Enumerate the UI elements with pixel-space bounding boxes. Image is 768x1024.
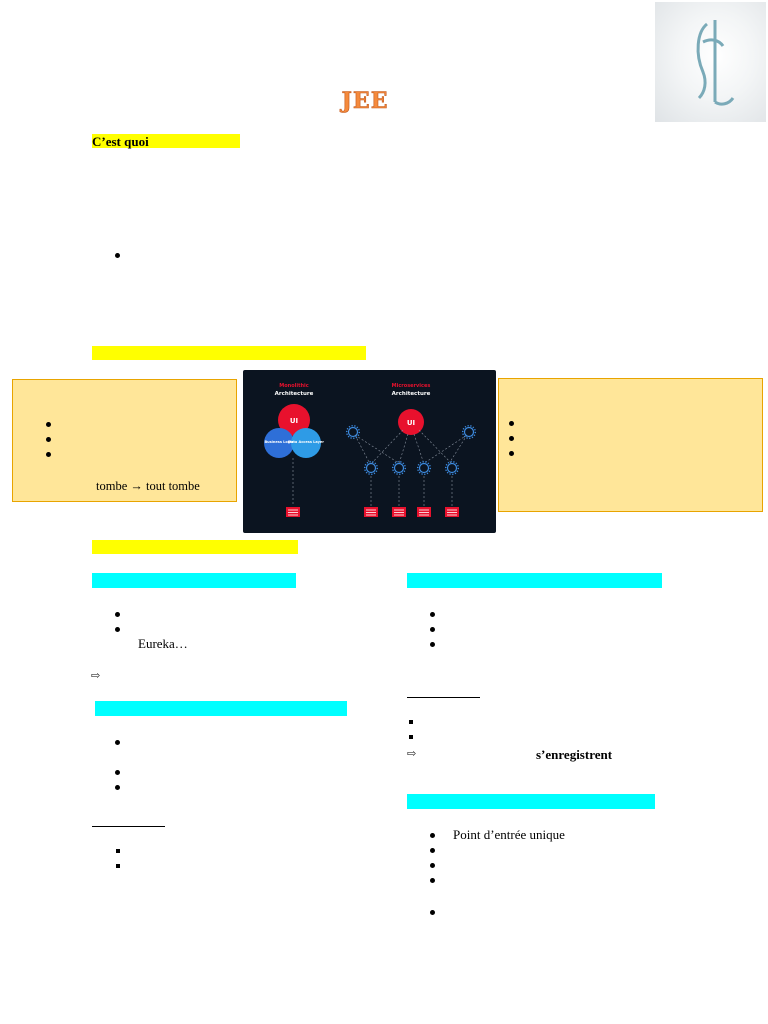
logo-mark-icon xyxy=(696,20,735,106)
list-bullet xyxy=(115,612,120,617)
monolithic-label-1: Monolithic xyxy=(279,383,308,389)
database-icon xyxy=(364,507,459,517)
list-bullet xyxy=(430,833,435,838)
monolith-ui-circle xyxy=(278,404,310,436)
heading-highlight xyxy=(92,134,240,148)
list-bullet xyxy=(509,451,514,456)
gear-icon xyxy=(446,462,458,474)
list-bullet xyxy=(115,770,120,775)
list-bullet xyxy=(115,785,120,790)
page-title: JEE xyxy=(341,88,389,115)
arrow-icon: ⇨ xyxy=(91,670,101,682)
microservices-notes-box xyxy=(498,378,763,512)
list-bullet xyxy=(46,422,51,427)
micro-label-2: Architecture xyxy=(392,391,431,397)
subsection-highlight xyxy=(407,573,662,588)
gear-icon xyxy=(365,462,377,474)
micro-ui-label: UI xyxy=(407,419,415,427)
subsection-highlight xyxy=(407,794,655,809)
section-highlight xyxy=(92,540,298,554)
gear-icon xyxy=(418,462,430,474)
list-bullet xyxy=(430,848,435,853)
section-highlight xyxy=(92,346,366,360)
list-bullet xyxy=(430,863,435,868)
list-bullet xyxy=(46,452,51,457)
monolithic-notes-box: tombe → tout tombe xyxy=(12,379,237,502)
subsection-highlight xyxy=(95,701,347,716)
arrow-icon: ⇨ xyxy=(407,748,417,760)
micro-label-1: Microservices xyxy=(392,383,431,389)
business-logic-circle xyxy=(264,428,294,458)
list-bullet xyxy=(509,436,514,441)
list-bullet xyxy=(430,642,435,647)
list-bullet xyxy=(509,421,514,426)
list-bullet-square xyxy=(409,735,413,739)
list-bullet xyxy=(430,627,435,632)
architecture-diagram: Monolithic Architecture UI Business Logi… xyxy=(243,370,496,533)
database-icon xyxy=(286,507,300,517)
business-logic-label: Business Logic xyxy=(264,440,293,444)
section-heading-cest-quoi: C’est quoi xyxy=(92,134,149,149)
monolith-ui-label: UI xyxy=(290,417,298,425)
gear-icon xyxy=(347,426,359,438)
list-bullet xyxy=(430,878,435,883)
underline-rule xyxy=(92,826,165,827)
list-bullet xyxy=(46,437,51,442)
enregistrent-text: s’enregistrent xyxy=(536,747,613,762)
list-bullet xyxy=(430,910,435,915)
subsection-highlight xyxy=(92,573,296,588)
box-footer-text: tombe → tout tombe xyxy=(96,479,200,493)
logo xyxy=(655,2,766,122)
list-bullet-square xyxy=(409,720,413,724)
list-bullet xyxy=(115,627,120,632)
list-bullet xyxy=(115,253,120,258)
list-item-text: Point d’entrée unique xyxy=(453,827,565,842)
list-continuation-text: Eureka… xyxy=(138,636,188,651)
data-access-circle xyxy=(291,428,321,458)
list-bullet xyxy=(430,612,435,617)
underline-rule xyxy=(407,697,480,698)
data-access-label: Data Access Layer xyxy=(288,440,324,444)
micro-ui-circle xyxy=(398,409,424,435)
gear-icon xyxy=(463,426,475,438)
gear-icon xyxy=(393,462,405,474)
monolithic-label-2: Architecture xyxy=(275,391,314,397)
list-bullet-square xyxy=(116,864,120,868)
list-bullet xyxy=(115,740,120,745)
list-bullet-square xyxy=(116,849,120,853)
